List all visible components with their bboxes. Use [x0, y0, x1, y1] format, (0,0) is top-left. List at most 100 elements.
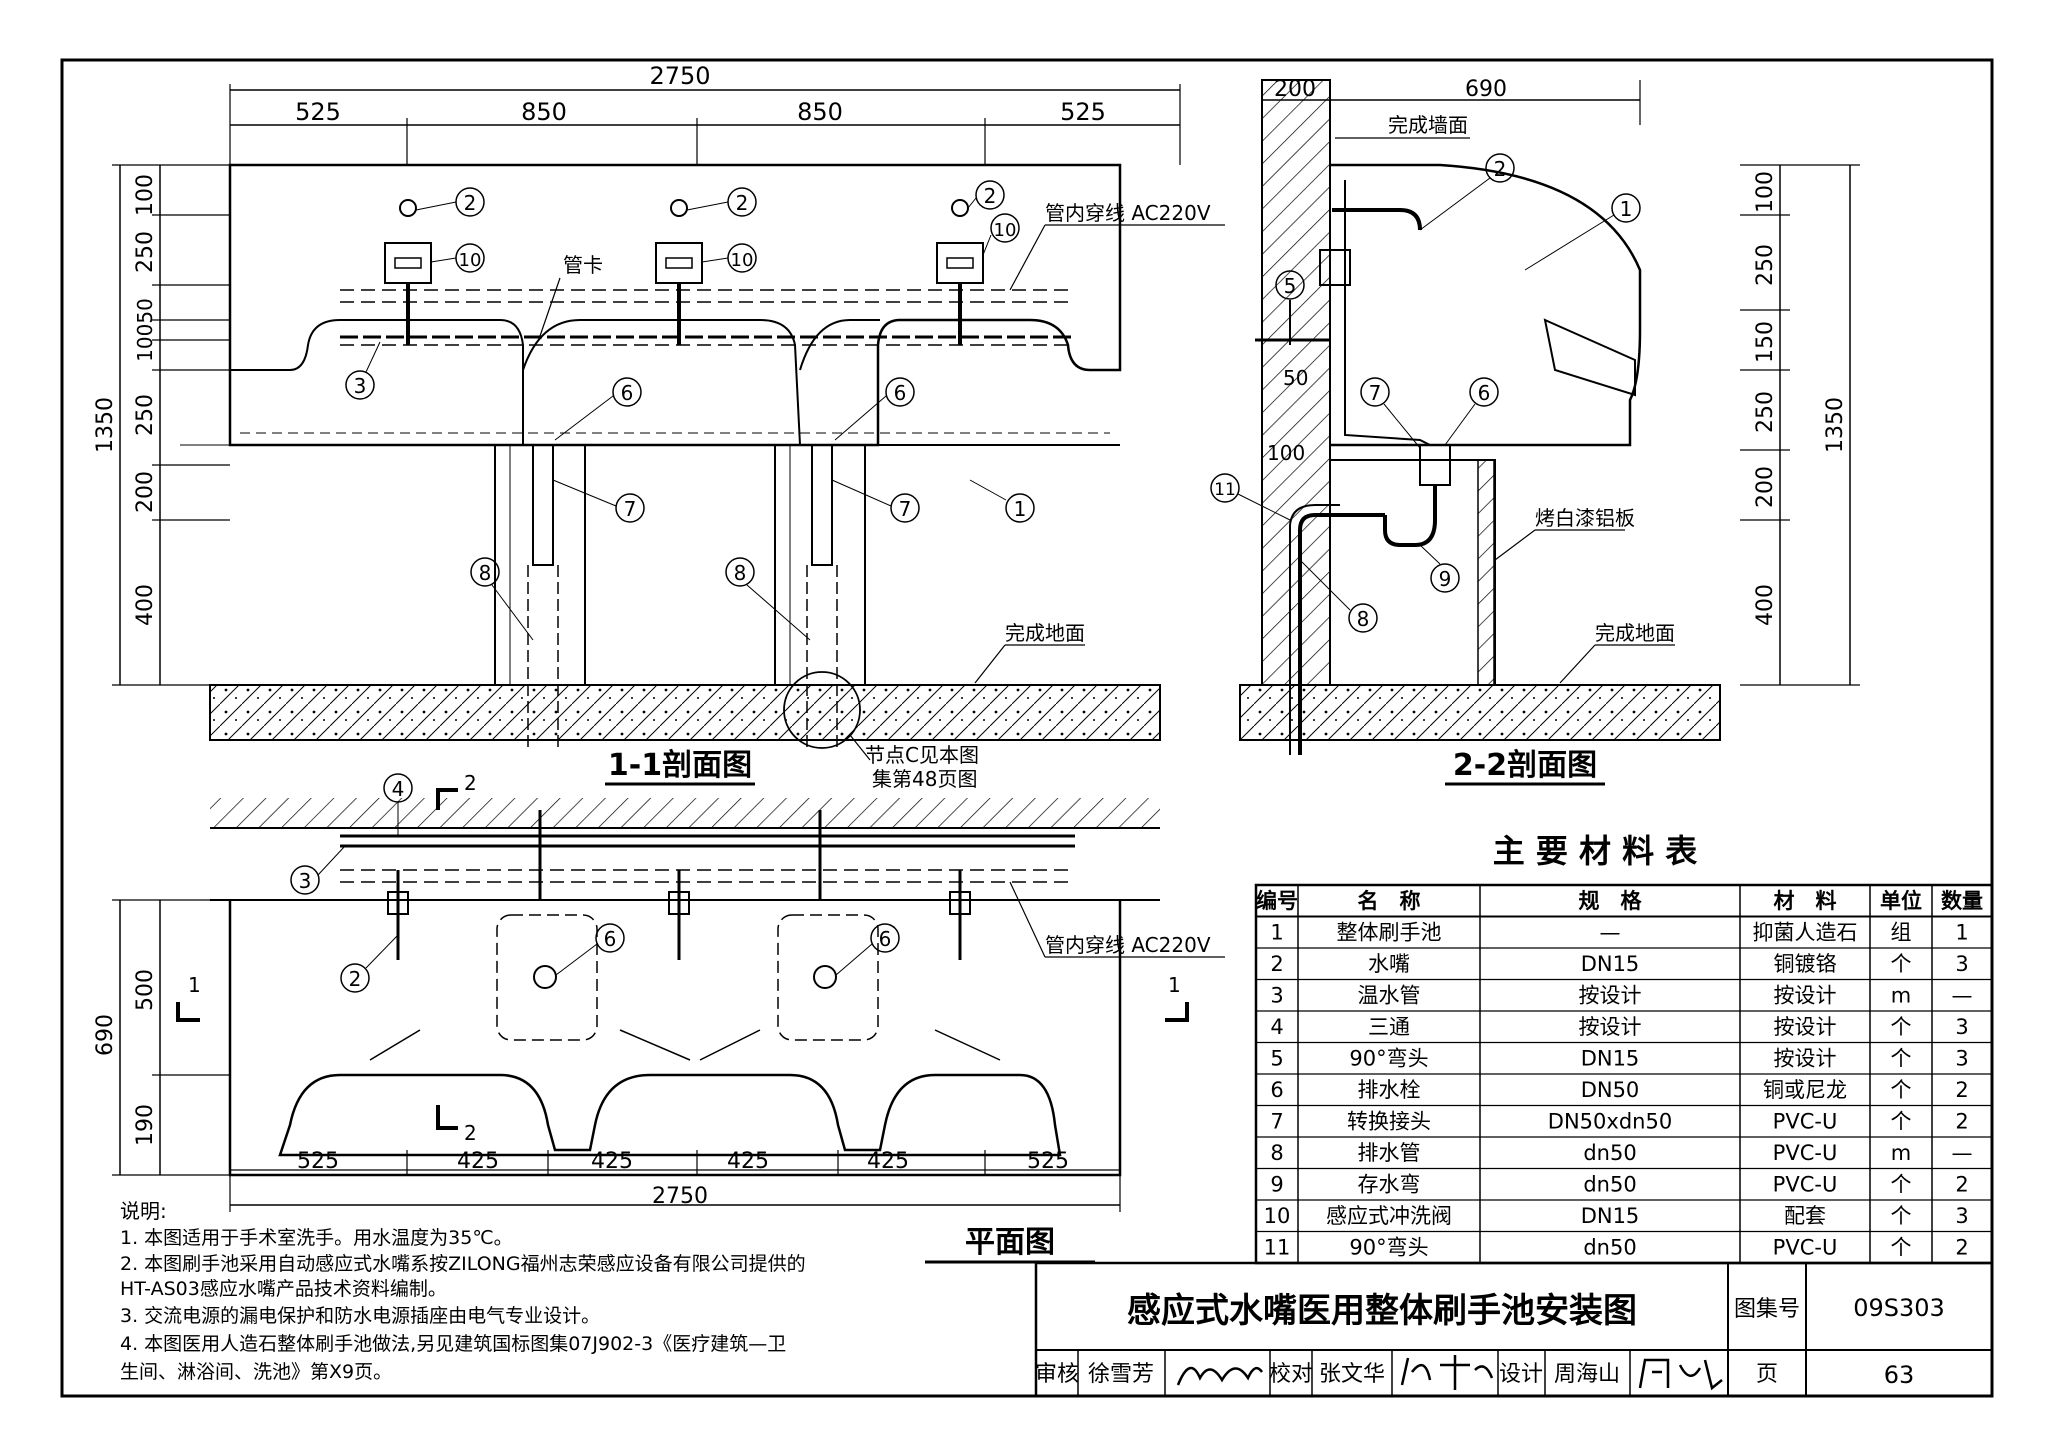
table-header-cell: 材 料: [1774, 889, 1837, 913]
table-cell: DN15: [1581, 1047, 1640, 1071]
table-cell: 个: [1891, 1204, 1912, 1228]
sheet-border: [60, 58, 1994, 1398]
callout-22-8: 8: [1357, 607, 1370, 631]
cut-mark-1-right-label: 1: [1168, 973, 1181, 997]
callout-22-2: 2: [1494, 157, 1507, 181]
table-cell: 7: [1270, 1110, 1283, 1134]
dim-top-525a: 525: [295, 98, 341, 126]
cut-mark-1-right: [1165, 1002, 1189, 1022]
callout-2c: 2: [984, 184, 997, 208]
dim-left-100: 100: [133, 174, 158, 216]
table-cell: DN50xdn50: [1548, 1110, 1672, 1134]
dim-22-r150: 150: [1753, 321, 1778, 363]
section-1-1: 2750 525 850 850 525: [93, 62, 1225, 791]
cut-mark-1-left: [176, 1002, 200, 1022]
table-cell: 3: [1955, 952, 1968, 976]
faucet-assembly-1: [384, 199, 432, 345]
table-cell: PVC-U: [1773, 1173, 1838, 1197]
table-cell: 1: [1270, 921, 1283, 945]
node-c-note2: 集第48页图: [872, 767, 977, 791]
note-2b: HT-AS03感应水嘴产品技术资料编制。: [120, 1278, 447, 1300]
dim-left-1350: 1350: [93, 397, 118, 453]
table-header-cell: 编号: [1256, 889, 1298, 913]
callout-22-6: 6: [1478, 381, 1491, 405]
table-cell: 2: [1955, 1173, 1968, 1197]
notes-heading: 说明:: [120, 1199, 167, 1223]
callout-22-5: 5: [1284, 274, 1297, 298]
table-cell: —: [1600, 921, 1621, 945]
atlas-number: 09S303: [1853, 1294, 1945, 1322]
table-cell: 5: [1270, 1047, 1283, 1071]
table-cell: 2: [1270, 952, 1283, 976]
table-cell: 10: [1264, 1204, 1291, 1228]
table-cell: 个: [1891, 1047, 1912, 1071]
callout-10b: 10: [731, 250, 754, 271]
dim-top-total: 2750: [649, 62, 710, 90]
plan-view: 2 2 1 1 管内穿线 AC220V 4 3 2 6 6 500 690 19…: [93, 771, 1225, 1264]
callout-7a: 7: [624, 497, 637, 521]
table-cell: 2: [1955, 1110, 1968, 1134]
table-cell: 按设计: [1774, 1015, 1837, 1039]
dim-22-r400: 400: [1753, 584, 1778, 626]
callout-8b: 8: [734, 561, 747, 585]
table-cell: dn50: [1583, 1141, 1636, 1165]
callout-2a: 2: [464, 191, 477, 215]
callout-plan-6a: 6: [604, 927, 617, 951]
callout-3a: 3: [354, 374, 367, 398]
title-plan: 平面图: [965, 1225, 1055, 1260]
cut-mark-2-top: [436, 788, 458, 810]
callout-10c: 10: [994, 220, 1017, 241]
table-cell: PVC-U: [1773, 1110, 1838, 1134]
notes-block: 说明: 1. 本图适用于手术室洗手。用水温度为35℃。 2. 本图刷手池采用自动…: [120, 1199, 806, 1383]
callout-plan-6b: 6: [879, 927, 892, 951]
reviewer-signature: [1176, 1366, 1264, 1386]
table-cell: 排水栓: [1358, 1078, 1421, 1102]
drain-elbow-22: [1298, 513, 1385, 755]
checker-name: 张文华: [1319, 1362, 1385, 1387]
table-cell: 8: [1270, 1141, 1283, 1165]
label-aluminum-panel: 烤白漆铝板: [1535, 506, 1635, 530]
table-cell: 抑菌人造石: [1753, 921, 1858, 945]
callout-8a: 8: [479, 561, 492, 585]
table-cell: —: [1952, 984, 1973, 1008]
design-label: 设计: [1499, 1362, 1543, 1387]
callout-22-11: 11: [1214, 480, 1236, 500]
wall-22: [1261, 79, 1331, 686]
table-cell: 3: [1955, 1047, 1968, 1071]
table-cell: 3: [1955, 1204, 1968, 1228]
dim-left-200: 200: [133, 471, 158, 513]
label-finish-floor-2: 完成地面: [1595, 621, 1675, 645]
table-cell: 4: [1270, 1015, 1283, 1039]
table-cell: DN15: [1581, 952, 1640, 976]
label-wire-in-pipe: 管内穿线 AC220V: [1045, 201, 1211, 225]
title-block: 感应式水嘴医用整体刷手池安装图 图集号 09S303 审核 徐雪芳 校对 张文华…: [1034, 1261, 1994, 1398]
drawing-title: 感应式水嘴医用整体刷手池安装图: [1127, 1291, 1637, 1331]
dim-22-r250: 250: [1753, 244, 1778, 286]
plan-bowl-right: [777, 914, 879, 1041]
table-cell: 按设计: [1579, 984, 1642, 1008]
table-cell: 组: [1891, 921, 1912, 945]
table-cell: 3: [1955, 1015, 1968, 1039]
dim-plan-525a: 525: [297, 1149, 339, 1174]
callout-1a: 1: [1014, 497, 1027, 521]
title-section-1-1: 1-1剖面图: [608, 748, 752, 783]
dim-left-250b: 250: [133, 394, 158, 436]
callout-plan-3: 3: [299, 869, 312, 893]
floor-slab-1-1: [209, 684, 1161, 741]
materials-title: 主 要 材 料 表: [1493, 832, 1698, 870]
table-cell: DN15: [1581, 1204, 1640, 1228]
table-cell: 按设计: [1579, 1015, 1642, 1039]
plan-bowl-left: [496, 914, 598, 1041]
table-cell: 铜或尼龙: [1763, 1078, 1847, 1102]
callout-6b: 6: [894, 381, 907, 405]
callout-plan-4: 4: [392, 777, 405, 801]
table-cell: —: [1952, 1141, 1973, 1165]
table-cell: 1: [1955, 921, 1968, 945]
callout-2b: 2: [736, 191, 749, 215]
note-4: 4. 本图医用人造石整体刷手池做法,另见建筑国标图集07J902-3《医疗建筑—…: [120, 1333, 786, 1355]
label-wire-in-pipe-2: 管内穿线 AC220V: [1045, 933, 1211, 957]
table-cell: 温水管: [1358, 984, 1421, 1008]
dim-22-r100: 100: [1753, 171, 1778, 213]
designer-signature: [1638, 1358, 1723, 1391]
dim-plan-425a: 425: [457, 1149, 499, 1174]
